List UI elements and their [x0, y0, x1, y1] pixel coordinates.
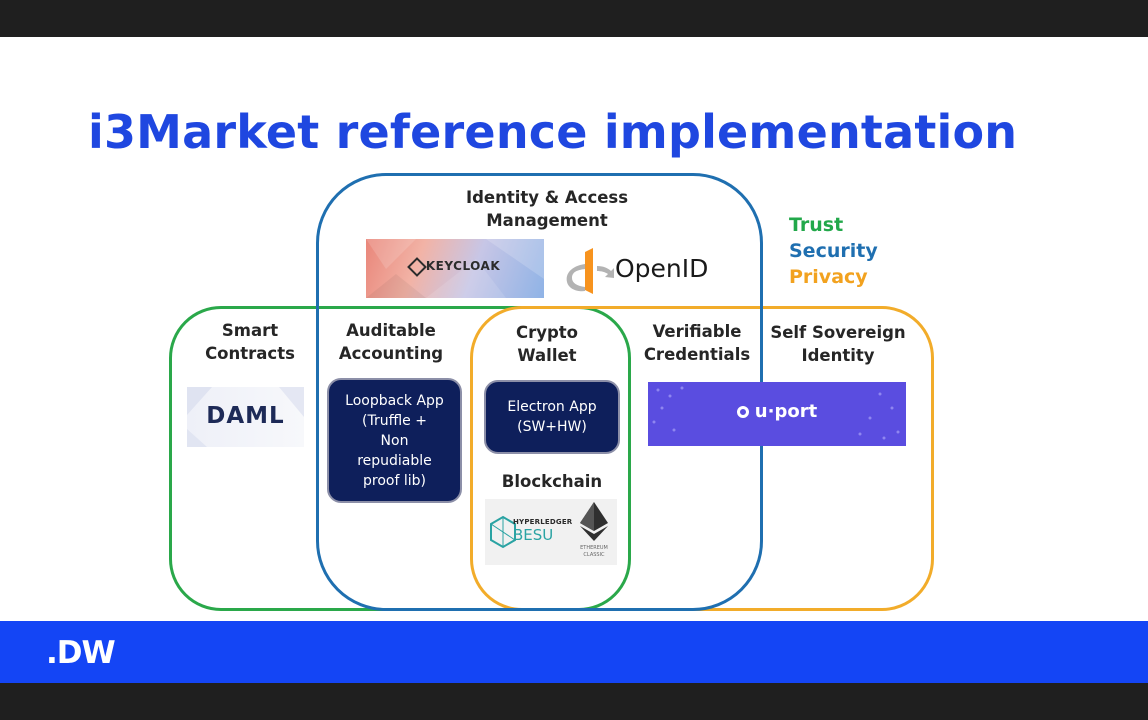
verifiable-credentials-line2: Credentials [643, 345, 751, 364]
loopback-line2: (Truffle + [362, 412, 427, 429]
blockchain-label: Blockchain [490, 470, 614, 493]
uport-eye-icon [736, 406, 749, 418]
ethereum-text-line2: CLASSIC [583, 552, 605, 558]
electron-line1: Electron App [507, 399, 597, 415]
smart-contracts-line2: Contracts [205, 344, 295, 363]
legend-trust: Trust [789, 214, 844, 236]
uport-text: u·port [754, 401, 818, 422]
slide-title: i3Market reference implementation [88, 105, 1018, 159]
openid-text: OpenID [615, 254, 709, 283]
verifiable-credentials-label: Verifiable Credentials [637, 320, 757, 366]
auditable-accounting-label: Auditable Accounting [330, 319, 452, 365]
iam-label-line1: Identity & Access [465, 188, 629, 207]
loopback-line3: Non [380, 432, 409, 449]
footer-band: .DW [0, 621, 1148, 683]
keycloak-logo: KEYCLOAK [366, 239, 544, 298]
electron-app-box: Electron App (SW+HW) [484, 380, 620, 454]
auditable-accounting-line2: Accounting [338, 344, 444, 363]
keycloak-icon [406, 256, 427, 277]
loopback-line1: Loopback App [345, 392, 444, 409]
crypto-wallet-line2: Wallet [517, 346, 577, 365]
openid-logo: OpenID [561, 242, 711, 296]
smart-contracts-line1: Smart [221, 321, 279, 340]
loopback-app-box: Loopback App (Truffle + Non repudiable p… [327, 378, 462, 503]
electron-line2: (SW+HW) [517, 419, 587, 435]
legend-security: Security [789, 240, 878, 262]
keycloak-text: KEYCLOAK [425, 259, 501, 273]
crypto-wallet-line1: Crypto [515, 323, 579, 342]
legend: Trust Security Privacy [789, 212, 878, 290]
ethereum-text-line1: ETHEREUM [580, 545, 608, 551]
auditable-accounting-line1: Auditable [346, 321, 436, 340]
dw-logo: .DW [46, 635, 116, 671]
hyperledger-text: HYPERLEDGER [513, 518, 573, 526]
uport-dots-icon [652, 386, 900, 440]
ssi-line2: Identity [801, 346, 875, 365]
blockchain-label-text: Blockchain [501, 472, 603, 491]
loopback-line4: repudiable [357, 452, 432, 469]
loopback-line5: proof lib) [363, 472, 426, 489]
daml-logo: DAML [187, 387, 304, 447]
iam-label-line2: Management [486, 211, 608, 230]
slide: i3Market reference implementation Identi… [0, 37, 1148, 683]
crypto-wallet-label: Crypto Wallet [497, 321, 597, 367]
legend-privacy: Privacy [789, 266, 868, 288]
iam-label: Identity & Access Management [440, 186, 654, 232]
daml-bg-icon [187, 387, 304, 447]
besu-text: BESU [513, 526, 554, 544]
ssi-line1: Self Sovereign [770, 323, 906, 342]
daml-text: DAML [206, 403, 285, 429]
ethereum-icon [580, 502, 608, 541]
self-sovereign-identity-label: Self Sovereign Identity [764, 321, 912, 367]
keycloak-pattern-icon [366, 239, 544, 298]
uport-logo: u·port [648, 382, 906, 446]
verifiable-credentials-line1: Verifiable [652, 322, 742, 341]
openid-icon [566, 248, 614, 294]
blockchain-logos: HYPERLEDGER BESU ETHEREUM CLASSIC [485, 499, 617, 565]
ethereum-classic-text: ETHEREUM CLASSIC [571, 545, 617, 559]
hyperledger-besu-icon [490, 515, 516, 549]
smart-contracts-label: Smart Contracts [190, 319, 310, 365]
